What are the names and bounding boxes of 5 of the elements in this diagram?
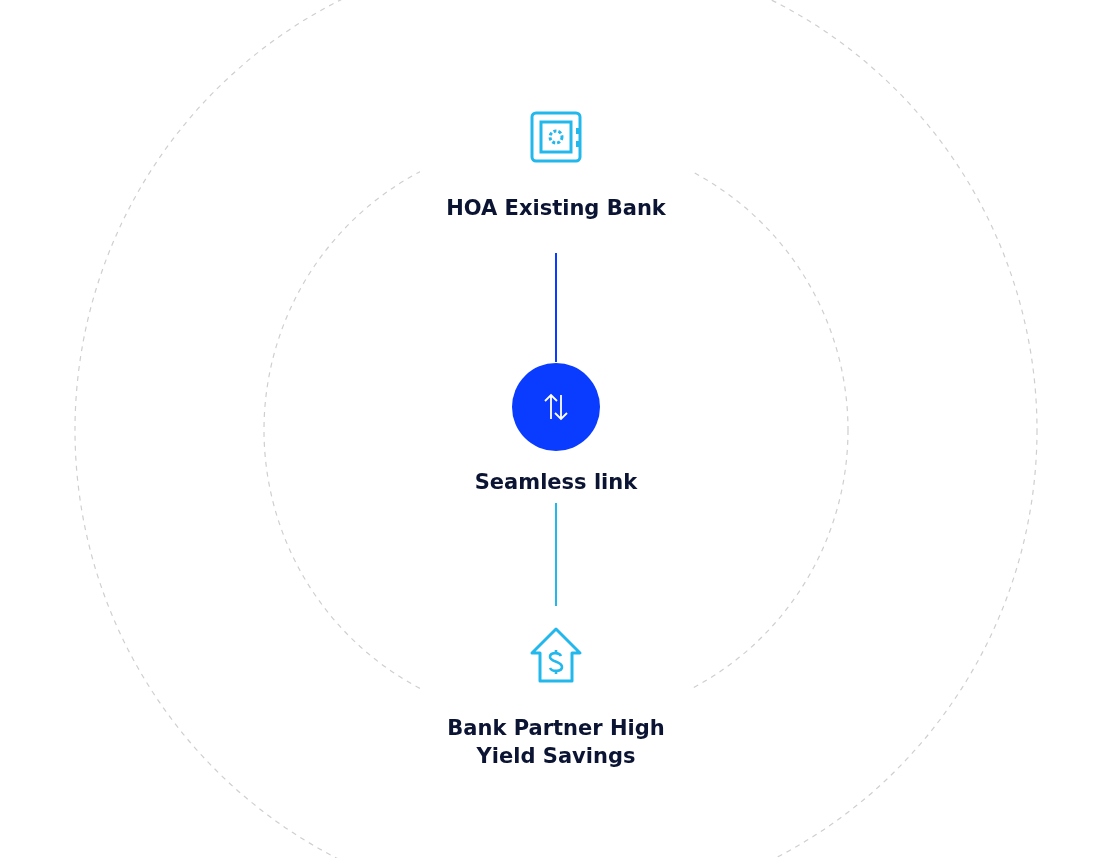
node-label: Seamless link xyxy=(474,469,638,496)
node-label: Bank Partner High Yield Savings xyxy=(446,715,666,770)
connector-line xyxy=(555,252,557,363)
connector-line xyxy=(555,502,557,607)
node-label: HOA Existing Bank xyxy=(446,195,666,222)
